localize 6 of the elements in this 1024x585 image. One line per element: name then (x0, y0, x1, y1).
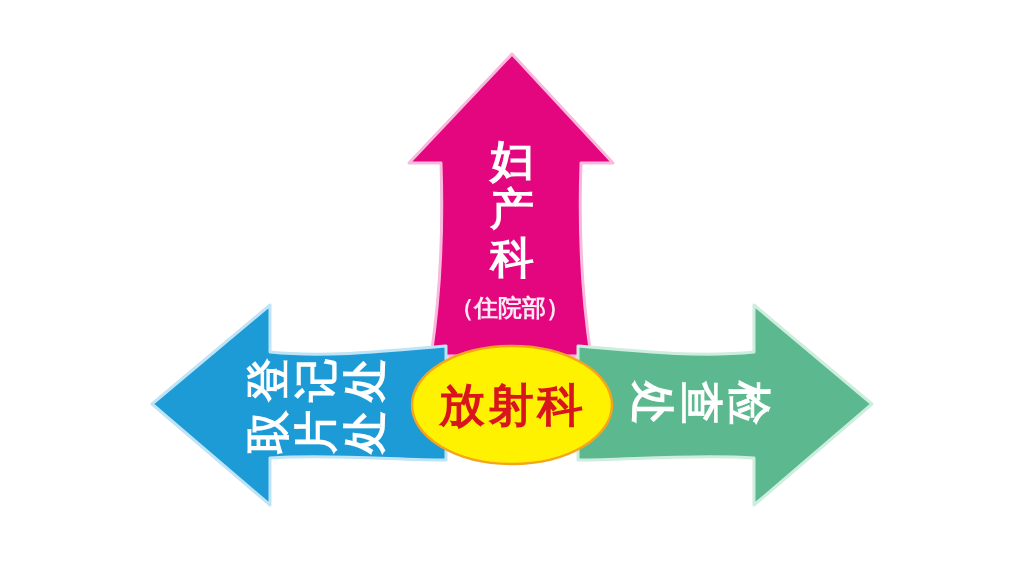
department-label: 妇产科 (490, 137, 534, 283)
hub-label: 放射科 (438, 382, 586, 428)
ward-label: （住院部） (450, 296, 570, 320)
desk-label: 取片处 (244, 410, 390, 454)
desk-label: 检查处 (627, 381, 773, 425)
desk-label: 登记处 (244, 358, 390, 402)
